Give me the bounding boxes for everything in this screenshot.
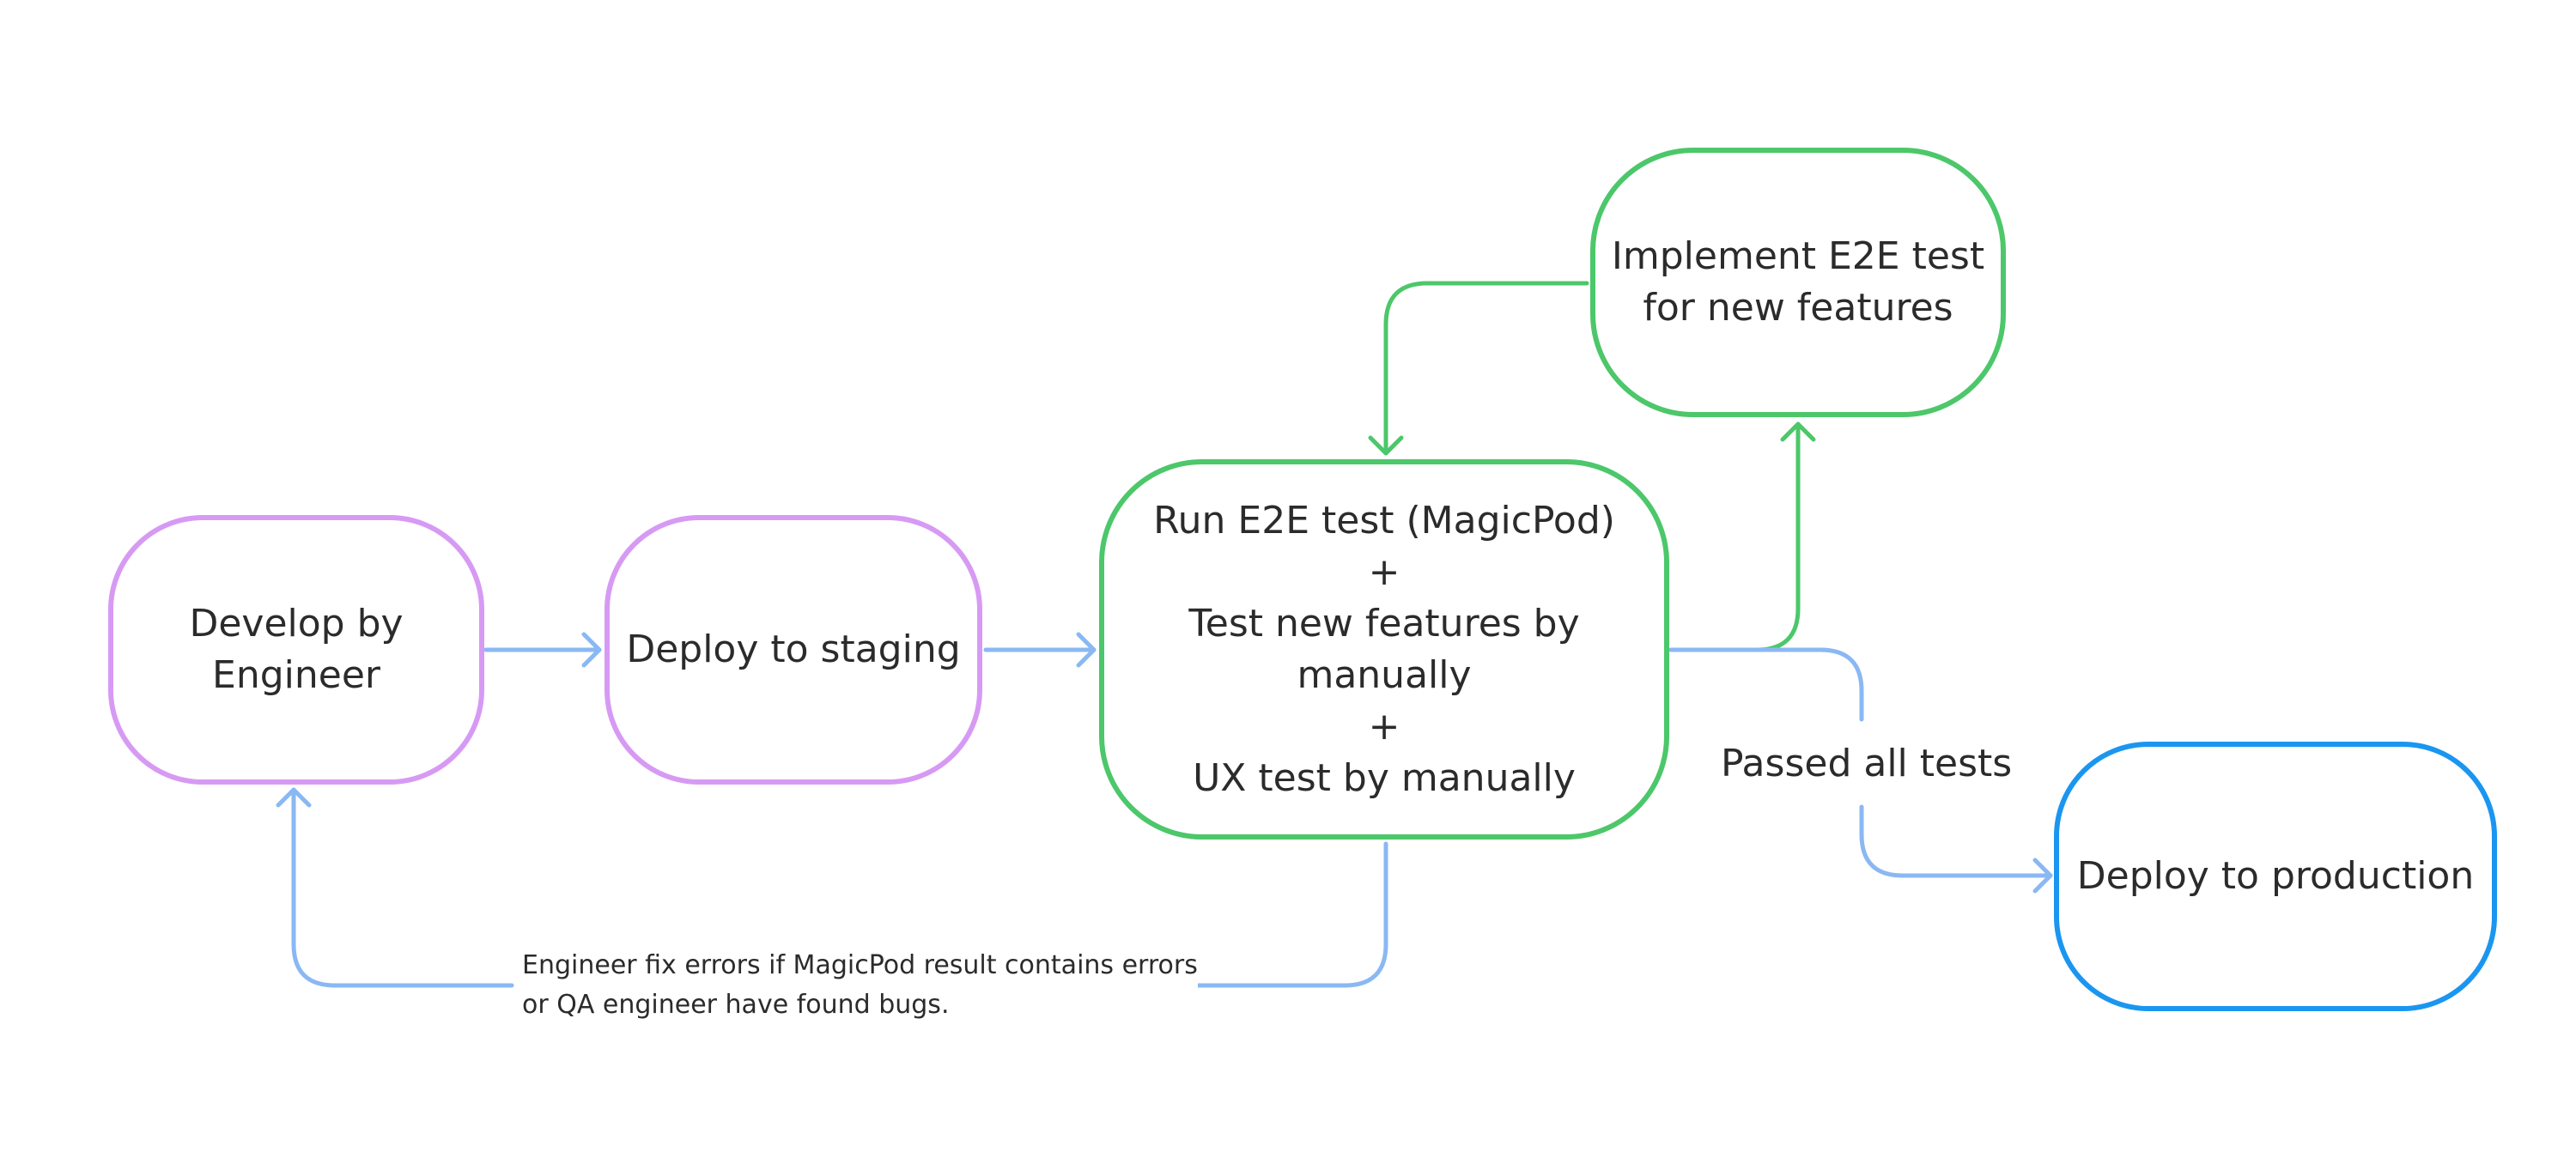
run-tests-line-3: Test new features by	[1188, 601, 1580, 646]
arrow-develop-to-staging	[483, 632, 602, 668]
develop-by-engineer-node: Develop by Engineer	[108, 515, 484, 785]
production-node-line-1: Deploy to production	[2076, 854, 2475, 898]
implement-e2e-test-node: Implement E2E test for new features	[1590, 148, 2006, 417]
arrow-implement-to-run-tests	[1368, 281, 1589, 456]
run-tests-line-2: +	[1368, 549, 1400, 594]
arrow-run-tests-to-implement	[1668, 421, 1816, 652]
staging-node-line-1: Deploy to staging	[626, 627, 961, 671]
passed-all-tests-label: Passed all tests	[1721, 738, 2013, 790]
run-tests-line-6: UX test by manually	[1193, 755, 1576, 800]
run-tests-line-1: Run E2E test (MagicPod)	[1153, 498, 1615, 543]
run-tests-line-4: manually	[1297, 652, 1472, 697]
arrow-run-tests-to-develop	[276, 787, 1388, 988]
arrow-run-tests-to-production	[1668, 647, 2053, 894]
deploy-to-production-node: Deploy to production	[2054, 742, 2497, 1011]
arrow-staging-to-run-tests	[983, 632, 1097, 668]
fix-errors-label: Engineer fix errors if MagicPod result c…	[522, 946, 1198, 1025]
deploy-to-staging-node: Deploy to staging	[605, 515, 982, 785]
run-tests-node: Run E2E test (MagicPod) + Test new featu…	[1099, 459, 1669, 840]
run-tests-line-5: +	[1368, 704, 1400, 749]
develop-node-line-2: Engineer	[212, 653, 380, 697]
fix-errors-label-line-1: Engineer fix errors if MagicPod result c…	[522, 950, 1198, 980]
develop-node-line-1: Develop by	[189, 602, 404, 646]
fix-errors-label-line-2: or QA engineer have found bugs.	[522, 990, 950, 1020]
implement-node-line-2: for new features	[1643, 286, 1953, 330]
implement-node-line-1: Implement E2E test	[1611, 234, 1985, 278]
